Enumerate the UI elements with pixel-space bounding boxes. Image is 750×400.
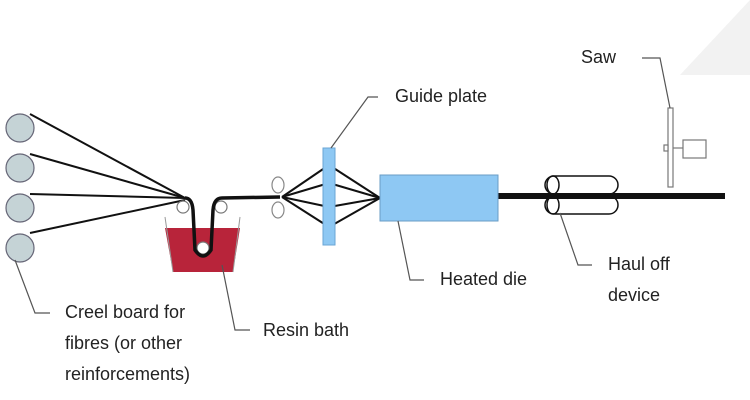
creel-board xyxy=(5,113,35,263)
label-guide-plate: Guide plate xyxy=(395,86,488,106)
bath-wall-left xyxy=(164,216,174,273)
corner-shade xyxy=(680,0,750,75)
creel-spool-4 xyxy=(5,233,35,263)
label-haul-off: Haul off device xyxy=(608,249,670,311)
wet-fibre-path xyxy=(184,195,281,258)
fibres xyxy=(29,113,186,234)
bath-wall-right xyxy=(232,216,241,273)
heated-die xyxy=(379,174,499,222)
fibres-to-die xyxy=(281,164,381,228)
creel-spool-2 xyxy=(5,153,35,183)
label-creel-line1: Creel board for xyxy=(65,302,186,322)
label-resin-bath: Resin bath xyxy=(263,320,350,340)
label-haul-off-line2: device xyxy=(608,285,661,305)
guide-plate xyxy=(322,147,336,246)
label-heated-die: Heated die xyxy=(440,269,528,289)
saw xyxy=(663,107,707,188)
label-haul-off-line1: Haul off xyxy=(608,254,670,274)
creel-spool-3 xyxy=(5,193,35,223)
haul-off-device xyxy=(544,175,619,215)
pre-guide-rollers xyxy=(271,176,285,219)
creel-spool-1 xyxy=(5,113,35,143)
bath-rollers xyxy=(176,200,228,255)
label-creel-board: Creel board for fibres (or other reinfor… xyxy=(65,297,190,390)
label-saw: Saw xyxy=(581,47,617,67)
label-creel-line3: reinforcements) xyxy=(65,364,191,384)
leader-lines xyxy=(14,57,671,331)
label-creel-line2: fibres (or other xyxy=(65,333,183,353)
